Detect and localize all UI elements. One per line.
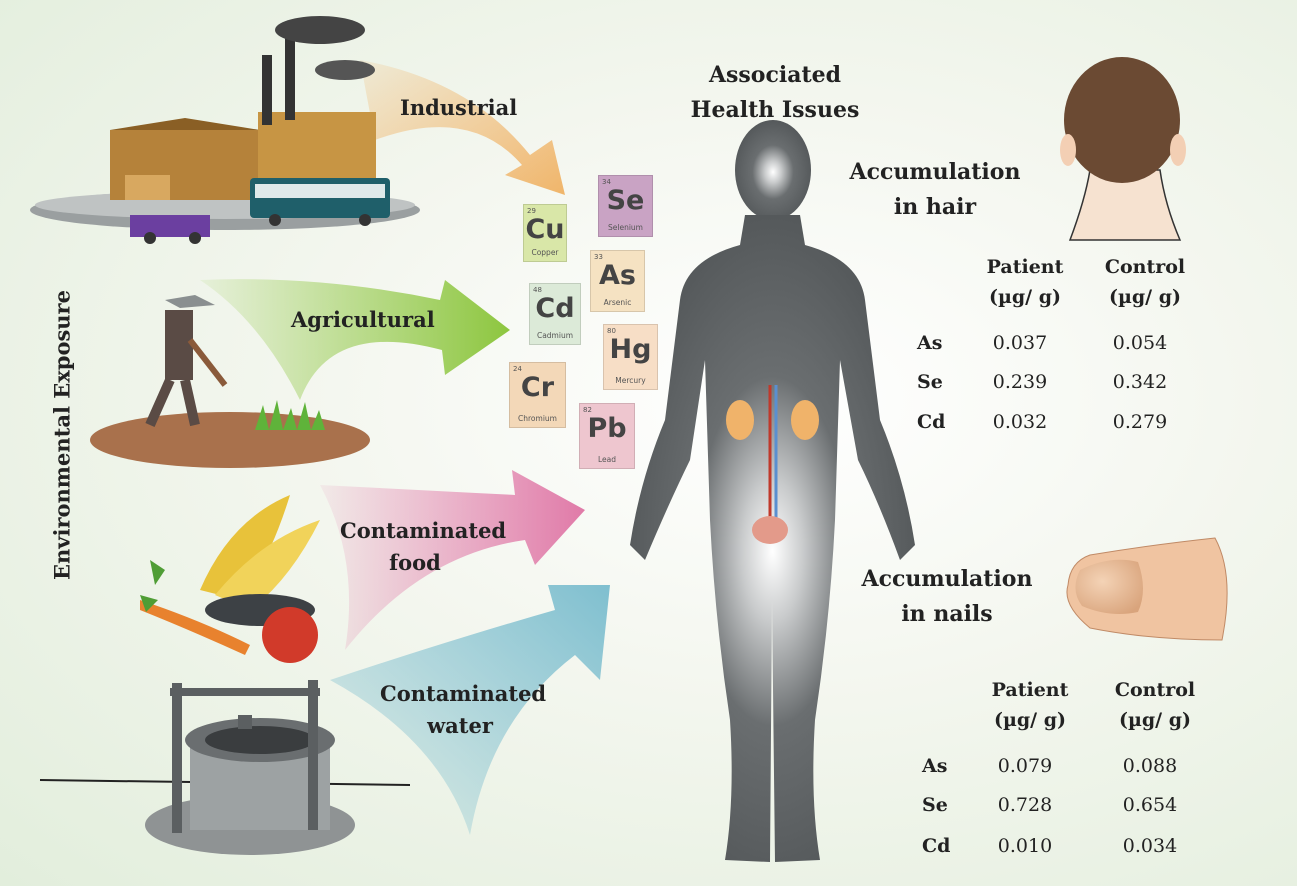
agricultural-label: Agricultural <box>291 307 435 332</box>
nails-patient-header: Patient(µg/ g) <box>991 679 1069 731</box>
agricultural-arrow <box>200 279 510 400</box>
farmer-illustration <box>90 295 370 468</box>
water-arrow <box>330 585 610 835</box>
human-body-illustration <box>630 120 915 862</box>
nails-control-header: Control(µg/ g) <box>1114 679 1196 731</box>
accumulation-nails-label: Accumulation in nails <box>861 566 1033 627</box>
head-illustration <box>1060 57 1186 241</box>
hair-patient-header: Patient(µg/ g) <box>986 256 1064 308</box>
industrial-arrow <box>360 60 565 195</box>
contaminated-food-label: Contaminated food <box>340 518 507 575</box>
factory-illustration <box>30 16 420 244</box>
industrial-label: Industrial <box>400 95 518 120</box>
environmental-exposure-label: Environmental Exposure <box>49 290 75 580</box>
well-illustration <box>39 680 411 855</box>
food-arrow <box>320 470 585 650</box>
associated-health-issues-title: Associated Health Issues <box>690 62 860 123</box>
accumulation-hair-label: Accumulation in hair <box>849 159 1021 220</box>
contaminated-water-label: Contaminated water <box>380 681 547 738</box>
hair-control-header: Control(µg/ g) <box>1104 256 1186 308</box>
food-illustration <box>140 495 320 663</box>
finger-illustration <box>1066 537 1228 641</box>
